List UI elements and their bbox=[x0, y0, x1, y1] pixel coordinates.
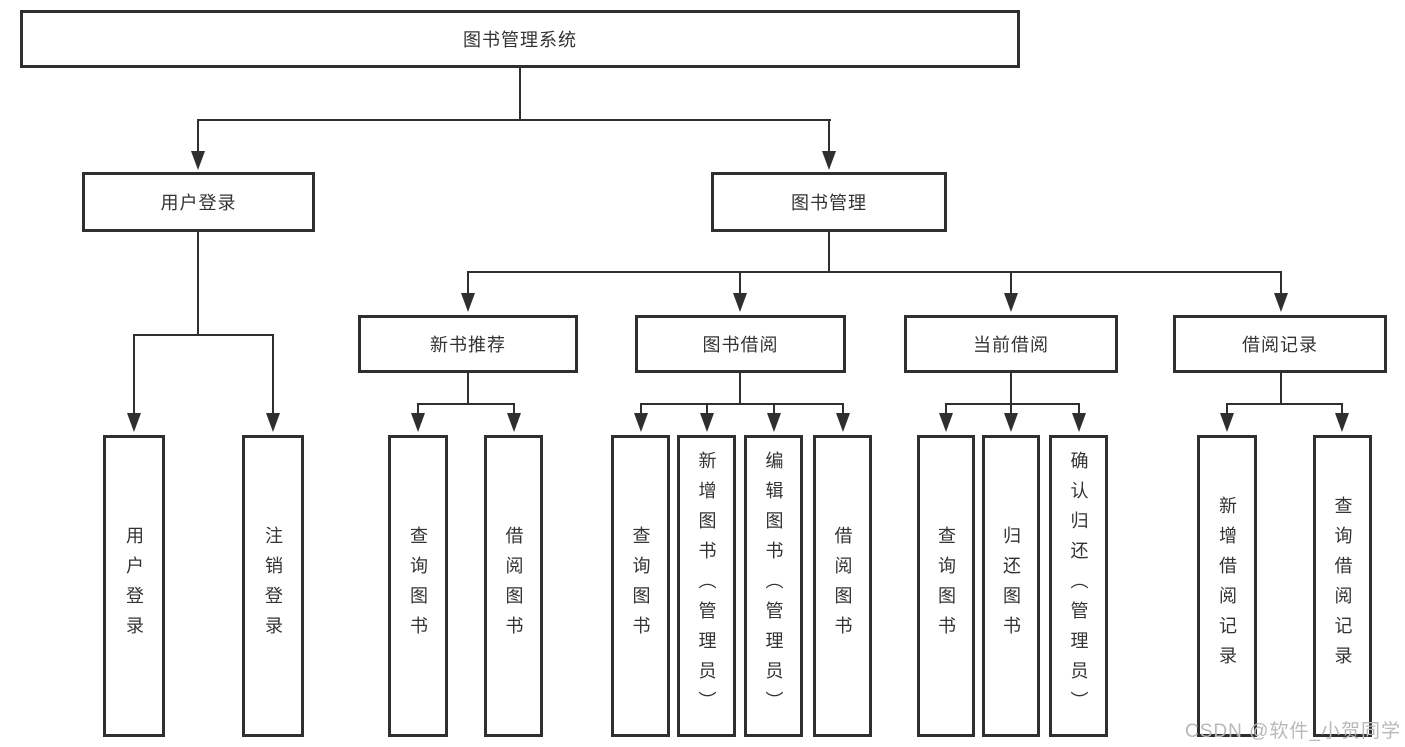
connector-currentborrow-stem bbox=[1010, 373, 1012, 405]
connector-drop-leaf bbox=[417, 403, 419, 415]
connector-newbook-rail bbox=[417, 403, 515, 405]
connector-drop-leaf bbox=[1341, 403, 1343, 415]
csdn-watermark: CSDN @软件_小贺同学 bbox=[1185, 721, 1401, 742]
connector-records-stem bbox=[1280, 373, 1282, 405]
leaf-user-login: 用户登录 bbox=[103, 435, 165, 737]
leaf-return-books-label: 归还图书 bbox=[1001, 526, 1021, 646]
connector-root-stem bbox=[519, 68, 521, 121]
node-current-borrow: 当前借阅 bbox=[904, 315, 1118, 373]
leaf-return-books: 归还图书 bbox=[982, 435, 1040, 737]
connector-drop-book-mgmt bbox=[828, 119, 830, 154]
connector-user-login-rail bbox=[133, 334, 274, 336]
leaf-logout-label: 注销登录 bbox=[263, 526, 283, 646]
connector-drop-leaf bbox=[842, 403, 844, 415]
connector-drop-level3 bbox=[739, 271, 741, 295]
arrow-down-icon bbox=[1335, 413, 1349, 432]
node-user-login: 用户登录 bbox=[82, 172, 315, 232]
connector-user-login-stem bbox=[197, 232, 199, 335]
leaf-borrow-books-1-label: 借阅图书 bbox=[503, 526, 524, 646]
leaf-add-books-admin: 新增图书（管理员） bbox=[677, 435, 736, 737]
node-root: 图书管理系统 bbox=[20, 10, 1020, 68]
leaf-query-borrow-record: 查询借阅记录 bbox=[1313, 435, 1372, 737]
leaf-add-borrow-record-label: 新增借阅记录 bbox=[1217, 496, 1237, 676]
leaf-borrow-books-1: 借阅图书 bbox=[484, 435, 543, 737]
arrow-down-icon bbox=[127, 413, 141, 432]
leaf-query-books-2: 查询图书 bbox=[611, 435, 670, 737]
leaf-add-books-admin-label: 新增图书（管理员） bbox=[696, 451, 717, 721]
leaf-confirm-return-admin-label: 确认归还（管理员） bbox=[1068, 451, 1089, 721]
connector-root-rail bbox=[197, 119, 831, 121]
connector-bookborrow-stem bbox=[739, 373, 741, 405]
leaf-query-books-1-label: 查询图书 bbox=[408, 526, 428, 646]
node-borrow-records: 借阅记录 bbox=[1173, 315, 1387, 373]
node-new-book-recommend-label: 新书推荐 bbox=[430, 335, 506, 355]
arrow-down-icon bbox=[939, 413, 953, 432]
connector-drop-leaf bbox=[272, 334, 274, 414]
leaf-query-books-2-label: 查询图书 bbox=[630, 526, 651, 646]
arrow-down-icon bbox=[822, 151, 836, 170]
leaf-query-books-1: 查询图书 bbox=[388, 435, 448, 737]
node-current-borrow-label: 当前借阅 bbox=[973, 335, 1049, 355]
arrow-down-icon bbox=[266, 413, 280, 432]
connector-drop-user-login bbox=[197, 119, 199, 154]
connector-book-mgmt-stem bbox=[828, 232, 830, 273]
arrow-down-icon bbox=[634, 413, 648, 432]
arrow-down-icon bbox=[1072, 413, 1086, 432]
connector-bookborrow-rail bbox=[640, 403, 844, 405]
connector-drop-leaf bbox=[773, 403, 775, 415]
connector-drop-leaf bbox=[133, 334, 135, 414]
arrow-down-icon bbox=[1220, 413, 1234, 432]
connector-drop-leaf bbox=[1226, 403, 1228, 415]
arrow-down-icon bbox=[733, 293, 747, 312]
arrow-down-icon bbox=[1274, 293, 1288, 312]
leaf-borrow-books-2-label: 借阅图书 bbox=[832, 526, 853, 646]
arrow-down-icon bbox=[191, 151, 205, 170]
leaf-confirm-return-admin: 确认归还（管理员） bbox=[1049, 435, 1108, 737]
connector-drop-leaf bbox=[640, 403, 642, 415]
connector-records-rail bbox=[1226, 403, 1343, 405]
arrow-down-icon bbox=[767, 413, 781, 432]
node-new-book-recommend: 新书推荐 bbox=[358, 315, 578, 373]
leaf-query-borrow-record-label: 查询借阅记录 bbox=[1332, 496, 1353, 676]
connector-drop-level3 bbox=[1280, 271, 1282, 295]
leaf-add-borrow-record: 新增借阅记录 bbox=[1197, 435, 1257, 737]
leaf-query-books-3-label: 查询图书 bbox=[936, 526, 956, 646]
connector-newbook-stem bbox=[467, 373, 469, 405]
node-user-login-label: 用户登录 bbox=[160, 193, 237, 213]
leaf-borrow-books-2: 借阅图书 bbox=[813, 435, 872, 737]
leaf-edit-books-admin: 编辑图书（管理员） bbox=[744, 435, 803, 737]
arrow-down-icon bbox=[700, 413, 714, 432]
leaf-logout: 注销登录 bbox=[242, 435, 304, 737]
connector-drop-level3 bbox=[1010, 271, 1012, 295]
arrow-down-icon bbox=[507, 413, 521, 432]
node-book-borrow-label: 图书借阅 bbox=[702, 335, 779, 355]
leaf-edit-books-admin-label: 编辑图书（管理员） bbox=[763, 451, 784, 721]
connector-currentborrow-rail bbox=[945, 403, 1080, 405]
connector-drop-level3 bbox=[467, 271, 469, 295]
node-root-label: 图书管理系统 bbox=[463, 30, 577, 50]
leaf-user-login-label: 用户登录 bbox=[124, 526, 144, 646]
connector-book-mgmt-rail bbox=[467, 271, 1282, 273]
connector-drop-leaf bbox=[1010, 403, 1012, 415]
leaf-query-books-3: 查询图书 bbox=[917, 435, 975, 737]
connector-drop-leaf bbox=[1078, 403, 1080, 415]
arrow-down-icon bbox=[836, 413, 850, 432]
arrow-down-icon bbox=[1004, 293, 1018, 312]
node-book-borrow: 图书借阅 bbox=[635, 315, 846, 373]
connector-drop-leaf bbox=[513, 403, 515, 415]
arrow-down-icon bbox=[411, 413, 425, 432]
node-book-management-label: 图书管理 bbox=[791, 193, 867, 213]
connector-drop-leaf bbox=[706, 403, 708, 415]
connector-drop-leaf bbox=[945, 403, 947, 415]
arrow-down-icon bbox=[461, 293, 475, 312]
node-book-management: 图书管理 bbox=[711, 172, 947, 232]
arrow-down-icon bbox=[1004, 413, 1018, 432]
node-borrow-records-label: 借阅记录 bbox=[1242, 335, 1318, 355]
